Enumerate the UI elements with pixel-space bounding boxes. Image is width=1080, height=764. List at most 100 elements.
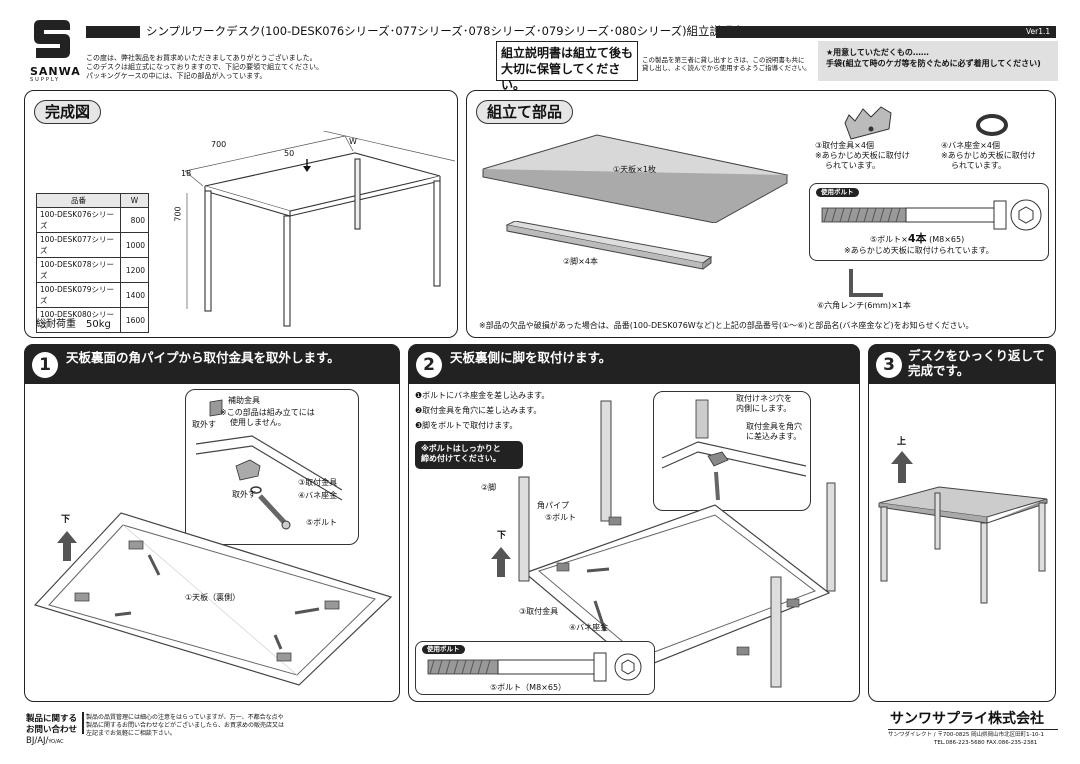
down-arrow-icon [491,547,511,577]
bolt-prefix: ⑤ボルト× [870,235,908,244]
aux-label: 補助金具 [228,396,260,405]
company-tel: TEL.086-223-5680 FAX.086-235-2381 [934,740,1038,746]
keep-sub-line: この製品を第三者に貸し出すときは、この説明書も共に [642,56,805,64]
finished-diagram-panel: 完成図 700 W 50 18 700 品番 W 100-DESK076シリーズ… [24,90,458,338]
step1-callout: 補助金具 ※この部品は組み立てには 使用しません。 取外す 取外す ③取付金具 … [185,389,359,545]
washer-label: ④バネ座金 [569,623,609,632]
bracket-label: ③取付金具 [298,478,338,487]
total-load: 総耐荷重 50kg [36,319,111,330]
footer-note-line: 製品の品質管理には細心の注意をはらっていますが、万一、不都合な点や [86,714,284,721]
instruction-line: ❷取付金具を角穴に差し込みます。 [415,406,542,415]
cell: 100-DESK080シリーズ [36,307,121,333]
dim-700-side: 700 [173,206,183,222]
intro-line: パッキングケースの中には、下記の部品が入っています。 [86,72,267,80]
washer-line: ※あらかじめ天板に取付け [941,151,1036,160]
contact-line: お問い合わせ [26,725,78,735]
washer-label: ④バネ座金×4個 ※あらかじめ天板に取付け られています。 [941,141,1036,171]
parts-notice: ※部品の欠品や破損があった場合は、品番(100-DESK076Wなど)と上記の部… [479,321,974,330]
cell: 100-DESK078シリーズ [36,257,121,283]
bolt-label: ⑤ボルト [306,518,338,527]
down-label: 下 [497,531,507,541]
intro-line: このデスクは組立式になっておりますので、下記の要領で組立てください。 [86,63,323,71]
keep-sub-line: 貸し出し、よく読んでから使用するようご指導ください。 [642,64,811,72]
bracket-detail-drawing [195,399,343,530]
code-main: BJ/AJ/ [26,736,49,746]
dim-18: 18 [181,169,192,178]
step2-used-bolt-box: 使用ボルト ⑤ボルト（M8×65） [415,641,655,695]
down-label: 下 [61,515,71,525]
aux-note-line: ※この部品は組み立てには [220,408,315,417]
leg-label: ②脚 [481,483,497,492]
bracket-line: ③取付金具×4個 [815,141,874,150]
warning-line: ※ボルトはしっかりと [421,444,501,453]
keep-notice-box: 組立説明書は組立て後も 大切に保管してください。 [496,41,638,92]
cell: 1600 [120,307,149,333]
company-address: サンワダイレクト / 〒700-0825 岡山県岡山市北区田町1-10-1 [888,732,1045,738]
washer-line: ④バネ座金×4個 [941,141,1000,150]
used-bolt-tag: 使用ボルト [422,645,465,654]
step3-title-line: デスクをひっくり返して [908,348,1046,363]
step2-callout: 取付けネジ穴を 内側にします。 取付金具を角穴 に差込みます。 [653,391,811,511]
instruction-line: ❶ボルトにバネ座金を差し込みます。 [415,391,550,400]
leg-attach-drawing [518,400,836,688]
version: Ver1.1 [1026,27,1051,36]
up-label: 上 [897,437,907,447]
footer-note-line: 製品に関するお問い合わせなどがございましたら、お買求めの販売店又は [86,722,285,729]
leg-label: ②脚×4本 [563,257,598,266]
wrench-label: ⑥六角レンチ(6mm)×1本 [817,301,911,310]
bracket-drawing [844,106,892,140]
washer-line: られています。 [951,161,1006,170]
dim-w: W [349,137,357,146]
step1-title: 天板裏面の角パイプから取付金具を取外します。 [66,350,340,365]
title-bar-left [86,26,140,38]
insert-label: 取付金具を角穴 に差込みます。 [746,422,802,442]
upside-down-board-drawing [33,512,393,686]
washer-drawing [976,114,1008,136]
used-bolt-tag: 使用ボルト [816,188,859,197]
aux-note-line: 使用しません。 [230,418,286,427]
logo-text: SANWA [30,65,81,78]
footer-note-line: 左記までお気軽にご相談下さい。 [86,730,176,737]
hole-line: 取付けネジ穴を [736,394,792,403]
top-board-drawing [482,134,789,223]
cell: 100-DESK076シリーズ [36,207,121,233]
step2-title: 天板裏側に脚を取付けます。 [450,350,612,365]
hole-line: 内側にします。 [736,404,792,413]
bolt-drawing [821,199,1042,231]
tighten-warning: ※ボルトはしっかりと 締め付けてください。 [415,441,523,469]
step1-number: 1 [32,352,58,378]
bracket-label: ③取付金具 [519,607,559,616]
step2-instructions: ❶ボルトにバネ座金を差し込みます。 ❷取付金具を角穴に差し込みます。 ❸脚をボル… [415,391,549,431]
prepare-box: ★用意していただくもの…… 手袋(組立て時のケガ等を防ぐために必ず着用してくださ… [818,41,1058,81]
footer-rule [888,729,1058,730]
desk-dimension-drawing [184,131,455,327]
finished-desk-drawing [878,486,1048,604]
aux-note: ※この部品は組み立てには 使用しません。 [220,408,315,428]
cell: 1400 [120,282,149,308]
col-header: W [120,193,149,208]
footer-notes: 製品の品質管理には細心の注意をはらっていますが、万一、不都合な点や 製品に関する… [86,714,284,738]
cell: 100-DESK079シリーズ [36,282,121,308]
step2-header: 2 天板裏側に脚を取付けます。 [408,344,860,384]
bolt-size: (M8×65) [929,235,965,244]
bolt-label: ⑤ボルト [545,513,577,522]
top-board-label: ①天板×1枚 [613,165,656,174]
bolt-label: ⑤ボルト×4本 (M8×65) [870,233,965,245]
step3-title-line: 完成です。 [908,363,970,378]
sanwa-logo: SANWA SUPPLY [30,16,81,86]
logo-subtext: SUPPLY [30,77,61,83]
bracket-line: ※あらかじめ天板に取付け [815,151,910,160]
company-name: サンワサプライ株式会社 [890,711,1044,727]
keep-notice-sub: この製品を第三者に貸し出すときは、この説明書も共に 貸し出し、よく読んでから使用… [642,56,816,72]
bracket-line: られています。 [825,161,880,170]
step3-number: 3 [876,352,902,378]
code-small: YO/AC [48,739,64,745]
step2-panel: 2 天板裏側に脚を取付けます。 ❶ボルトにバネ座金を差し込みます。 ❷取付金具を… [408,344,860,702]
up-arrow-icon [891,451,913,483]
bracket-label: ③取付金具×4個 ※あらかじめ天板に取付け られています。 [815,141,910,171]
